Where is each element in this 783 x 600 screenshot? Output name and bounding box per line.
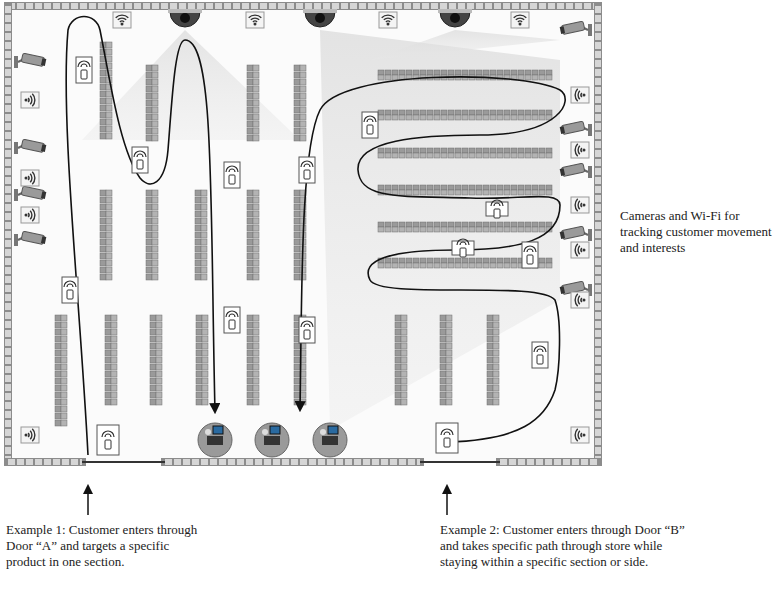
smartphone-signal — [522, 242, 538, 268]
example-caption: Example 1: Customer enters through Door … — [6, 522, 206, 570]
wifi-antenna — [113, 12, 131, 28]
wifi-antenna — [379, 12, 397, 28]
dome-camera — [303, 9, 337, 27]
wall-camera — [560, 21, 592, 36]
camera-view-cones — [82, 30, 560, 430]
smartphone-signal — [436, 423, 458, 453]
wifi-antenna — [571, 242, 589, 258]
smartphone-signal — [224, 307, 240, 333]
smartphone-signal — [452, 239, 474, 257]
wall-camera — [14, 53, 46, 68]
smartphone-signal — [97, 425, 119, 455]
checkout-register — [255, 423, 289, 457]
wall-camera — [14, 139, 46, 154]
wifi-antenna — [246, 12, 264, 28]
smartphone-signal — [532, 342, 548, 368]
store-wall — [8, 6, 598, 462]
checkout-register — [313, 423, 347, 457]
smartphone-signal — [486, 200, 508, 218]
wall-camera — [560, 226, 592, 241]
smartphone-signal — [362, 112, 378, 138]
dome-camera — [438, 9, 472, 27]
wifi-antenna — [21, 207, 39, 223]
customer-path — [66, 17, 565, 456]
door-pointer — [88, 486, 447, 515]
wifi-antenna — [21, 92, 39, 108]
example-caption: Example 2: Customer enters through Door … — [440, 522, 690, 570]
dome-camera — [168, 9, 202, 27]
wifi-antenna — [571, 427, 589, 443]
wall-camera — [14, 186, 46, 201]
smartphone-signal — [76, 57, 92, 83]
wifi-antenna — [571, 197, 589, 213]
smartphone-signal — [224, 162, 240, 188]
smartphone-signal — [299, 317, 315, 343]
wall-camera — [14, 231, 46, 246]
checkout-register — [198, 423, 232, 457]
smartphone-signal — [299, 157, 315, 183]
wifi-antenna — [571, 142, 589, 158]
wall-camera — [560, 121, 592, 136]
wifi-antenna — [571, 292, 589, 308]
wifi-antenna — [21, 427, 39, 443]
wifi-antenna — [21, 170, 39, 186]
wifi-antenna — [511, 12, 529, 28]
store-floor — [8, 6, 598, 462]
smartphone-signal — [62, 277, 78, 303]
wifi-antenna — [571, 87, 589, 103]
wall-camera — [560, 163, 592, 178]
callout-note: Cameras and Wi-Fi for tracking customer … — [620, 208, 778, 256]
smartphone-signal — [132, 147, 148, 173]
